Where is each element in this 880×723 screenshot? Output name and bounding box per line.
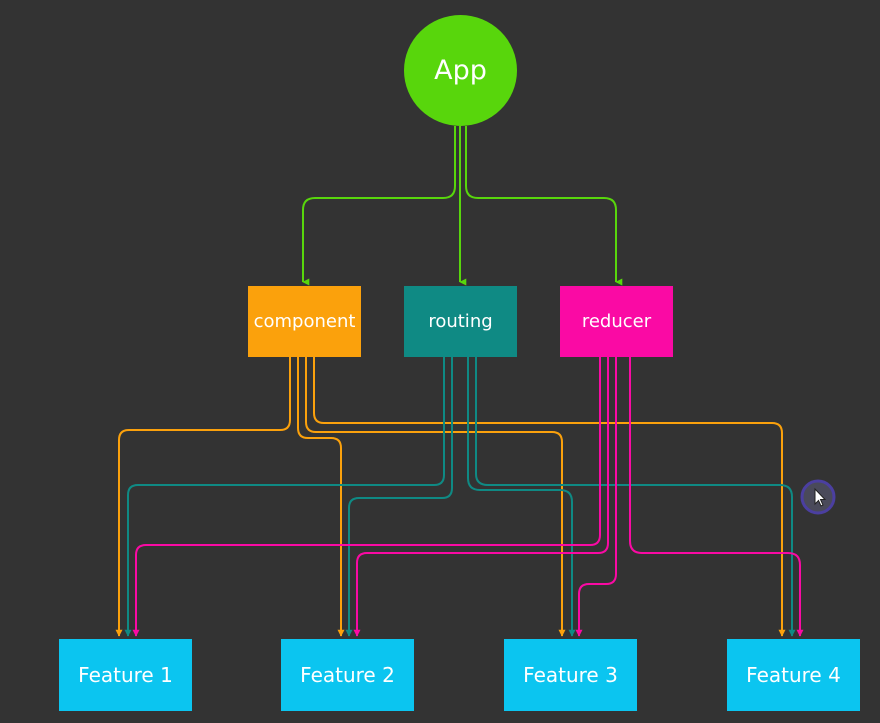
node-feature-3: Feature 3	[504, 639, 637, 711]
edge-reducer-feature-4	[629, 357, 804, 637]
edge-reducer-feature-3	[575, 357, 617, 637]
node-app: App	[404, 15, 517, 126]
node-component: component	[248, 286, 361, 357]
node-reducer: reducer	[560, 286, 673, 357]
edge-app-reducer	[465, 126, 623, 286]
edge-reducer-feature-1	[132, 357, 601, 637]
pointer-cursor-icon	[800, 479, 836, 515]
edge-routing-feature-1	[124, 357, 445, 637]
edge-component-feature-3	[305, 357, 566, 637]
edge-reducer-feature-2	[353, 357, 609, 637]
edge-component-feature-4	[313, 357, 786, 637]
node-feature-4: Feature 4	[727, 639, 860, 711]
node-feature-2: Feature 2	[281, 639, 414, 711]
edge-component-feature-2	[297, 357, 345, 637]
edge-component-feature-1	[115, 357, 291, 637]
node-routing: routing	[404, 286, 517, 357]
edge-routing-feature-3	[467, 357, 576, 637]
edge-routing-feature-4	[475, 357, 796, 637]
node-feature-1: Feature 1	[59, 639, 192, 711]
edge-routing-feature-2	[345, 357, 453, 637]
edge-app-component	[302, 126, 456, 286]
